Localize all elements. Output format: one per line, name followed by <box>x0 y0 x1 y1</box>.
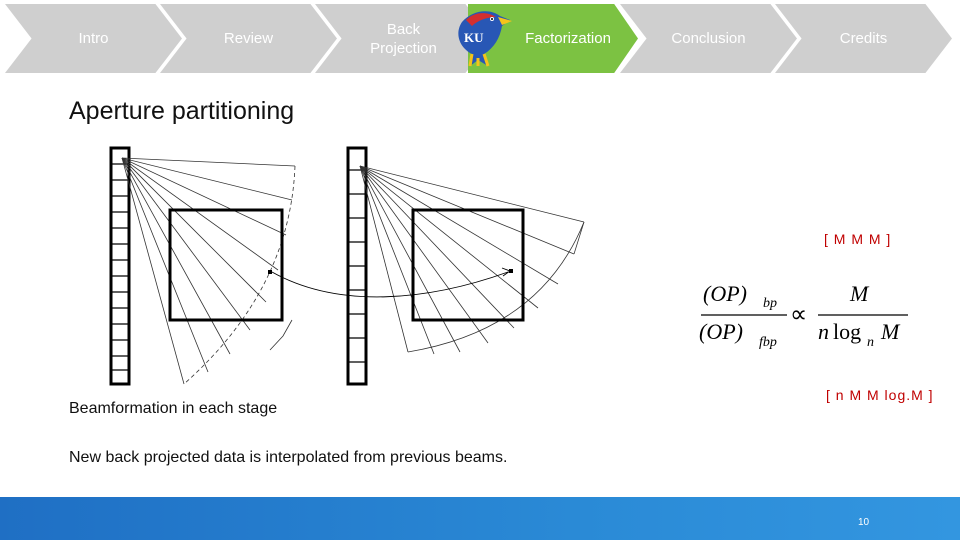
page-number: 10 <box>858 517 870 528</box>
diagram-right-scene <box>411 208 525 322</box>
slide-title: Aperture partitioning <box>69 97 295 125</box>
nav-tab-credits-label: Credits <box>839 30 888 47</box>
diagram-left-target <box>268 270 272 274</box>
diagram-right-beams <box>359 165 585 355</box>
aperture-diagram <box>109 146 585 386</box>
complexity-bottom: [ n M M log.M ] <box>826 387 934 403</box>
formula-rhs-den-n: n <box>818 319 829 344</box>
formula-lhs-num-sub: bp <box>763 296 777 311</box>
formula-lhs-den-sub: fbp <box>759 335 777 350</box>
nav-tab-review-label: Review <box>223 30 274 47</box>
nav-tab-conclusion[interactable]: Conclusion <box>620 4 797 73</box>
diagram-left-scene <box>168 208 284 322</box>
nav-tab-back-projection-label-1: Back <box>386 20 421 38</box>
nav-tab-review[interactable]: Review <box>160 4 337 73</box>
nav-tab-back-projection-label-2: Projection <box>370 39 437 57</box>
formula-proportional: ∝ <box>790 302 807 328</box>
formula-lhs-num: (OP) <box>703 281 747 306</box>
section-navigation: Intro Review Back Projection Factorizati… <box>0 4 960 74</box>
nav-tab-credits[interactable]: Credits <box>775 4 952 73</box>
formula-rhs-den-sub: n <box>867 335 874 350</box>
diagram-right-array <box>346 146 368 386</box>
figure-caption: Beamformation in each stage <box>69 400 278 417</box>
complexity-top: [ M M M ] <box>824 231 892 247</box>
nav-tab-factorization-label: Factorization <box>525 30 611 47</box>
diagram-interp-arrow <box>271 271 509 298</box>
slide-note: New back projected data is interpolated … <box>69 449 508 466</box>
nav-tab-conclusion-label: Conclusion <box>671 30 746 47</box>
arrowhead-icon <box>501 267 511 277</box>
formula-rhs-num: M <box>849 281 870 306</box>
nav-tab-intro-label: Intro <box>78 30 109 47</box>
diagram-right-target <box>509 269 513 273</box>
diagram-left-array <box>109 146 131 386</box>
formula-lhs-den: (OP) <box>699 319 743 344</box>
logo-text: KU <box>464 30 484 45</box>
formula-rhs-den-m: M <box>880 319 901 344</box>
nav-tab-intro[interactable]: Intro <box>5 4 182 73</box>
complexity-ratio-formula: (OP) bp (OP) fbp ∝ M n log n M <box>699 281 908 350</box>
jayhawk-logo-icon: KU <box>458 11 512 67</box>
formula-rhs-den-log: log <box>833 319 861 344</box>
footer-bar <box>0 497 960 540</box>
